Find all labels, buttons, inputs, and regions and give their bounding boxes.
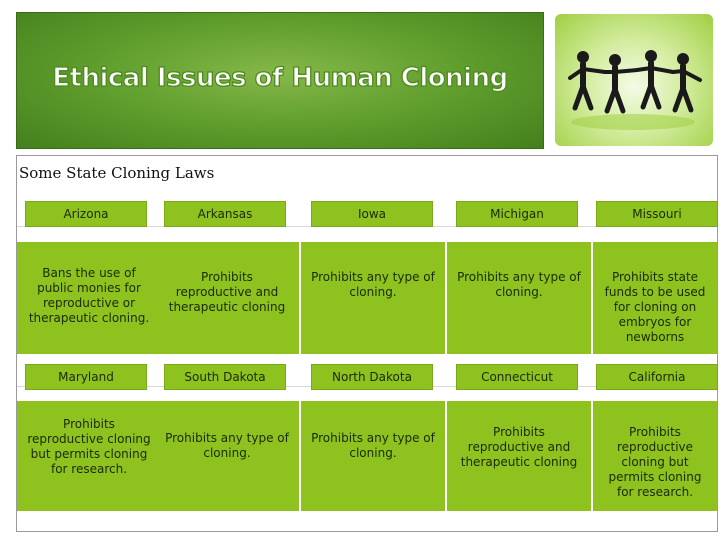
law-text: Prohibits any type of cloning. <box>311 270 435 299</box>
law-text: Prohibits reproductive and therapeutic c… <box>168 270 286 314</box>
law-cell-iowa: Prohibits any type of cloning. <box>301 242 445 354</box>
state-label-north-dakota: North Dakota <box>311 364 433 390</box>
law-cell-missouri: Prohibits state funds to be used for clo… <box>593 242 717 354</box>
page-title: Ethical Issues of Human Cloning <box>52 62 509 93</box>
law-cell-connecticut: Prohibits reproductive and therapeutic c… <box>447 401 591 511</box>
law-text: Prohibits reproductive and therapeutic c… <box>460 425 578 469</box>
logo <box>555 14 713 146</box>
title-banner: Ethical Issues of Human Cloning <box>16 12 544 149</box>
law-text: Prohibits any type of cloning. <box>457 270 581 299</box>
state-label-arizona: Arizona <box>25 201 147 227</box>
law-cell-california: Prohibits reproductive cloning but permi… <box>593 401 717 511</box>
law-cell-michigan: Prohibits any type of cloning. <box>447 242 591 354</box>
law-text: Prohibits reproductive cloning but permi… <box>608 425 702 499</box>
law-text: Prohibits reproductive cloning but permi… <box>27 417 151 476</box>
law-text: Prohibits state funds to be used for clo… <box>604 270 706 344</box>
state-label-michigan: Michigan <box>456 201 578 227</box>
law-text: Prohibits any type of cloning. <box>311 431 435 460</box>
state-label-maryland: Maryland <box>25 364 147 390</box>
law-cell-north-dakota: Prohibits any type of cloning. <box>301 401 445 511</box>
laws-heading: Some State Cloning Laws <box>19 164 215 182</box>
law-text: Prohibits any type of cloning. <box>165 431 289 460</box>
state-label-missouri: Missouri <box>596 201 718 227</box>
state-label-iowa: Iowa <box>311 201 433 227</box>
state-laws-panel: Some State Cloning Laws Arizona Arkansas… <box>16 155 718 532</box>
law-cell-south-dakota: Prohibits any type of cloning. <box>155 401 299 511</box>
law-cell-arizona: Bans the use of public monies for reprod… <box>17 242 161 354</box>
state-label-south-dakota: South Dakota <box>164 364 286 390</box>
law-cell-maryland: Prohibits reproductive cloning but permi… <box>17 401 161 511</box>
people-holding-hands-icon <box>568 50 702 130</box>
law-cell-arkansas: Prohibits reproductive and therapeutic c… <box>155 242 299 354</box>
law-text: Bans the use of public monies for reprod… <box>28 266 150 325</box>
state-label-connecticut: Connecticut <box>456 364 578 390</box>
state-label-arkansas: Arkansas <box>164 201 286 227</box>
state-label-california: California <box>596 364 718 390</box>
